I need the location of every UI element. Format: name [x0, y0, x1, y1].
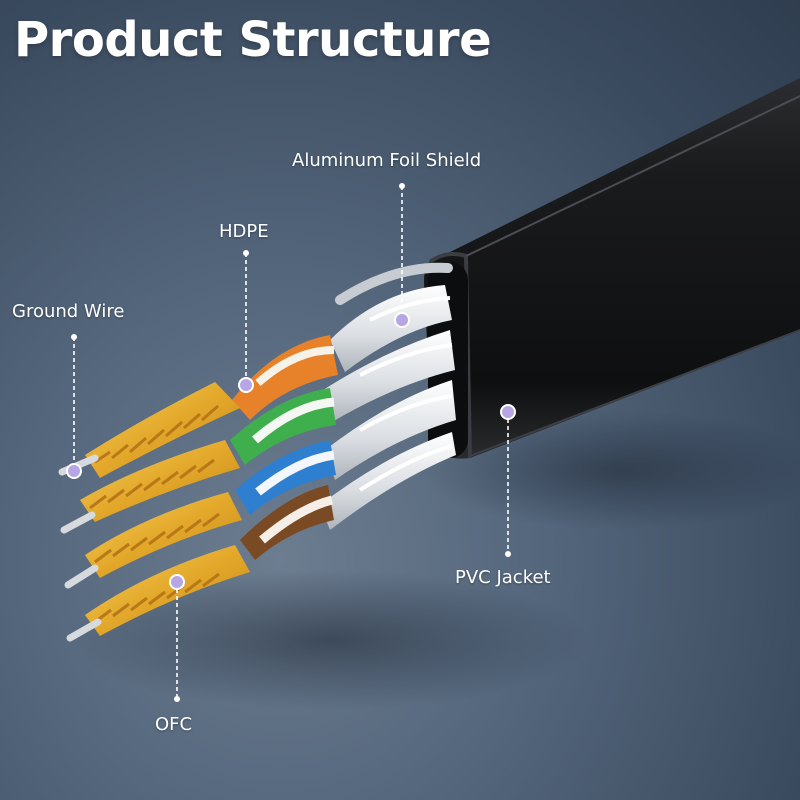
surface-shadow: [70, 570, 590, 710]
marker-ofc: [169, 574, 185, 590]
hdpe-insulation-pairs: [230, 335, 338, 560]
callout-markers: [66, 183, 516, 702]
page-title: Product Structure: [14, 12, 492, 68]
label-ground-wire: Ground Wire: [12, 301, 125, 322]
marker-dot-ground-wire: [71, 334, 77, 340]
foil-shield-pairs: [320, 262, 456, 530]
label-pvc-jacket: PVC Jacket: [455, 567, 551, 588]
marker-dot-aluminum-foil-shield: [399, 183, 405, 189]
marker-dot-hdpe: [243, 250, 249, 256]
marker-pvc-jacket: [500, 404, 516, 420]
label-hdpe: HDPE: [219, 221, 269, 242]
label-ofc: OFC: [155, 714, 193, 735]
marker-dot-pvc-jacket: [505, 551, 511, 557]
marker-aluminum-foil-shield: [394, 312, 410, 328]
marker-hdpe: [238, 377, 254, 393]
label-aluminum-foil-shield: Aluminum Foil Shield: [292, 150, 482, 171]
ofc-copper-conductors: [80, 382, 250, 636]
marker-dot-ofc: [174, 696, 180, 702]
pvc-jacket: [424, 78, 800, 459]
marker-ground-wire: [66, 463, 82, 479]
